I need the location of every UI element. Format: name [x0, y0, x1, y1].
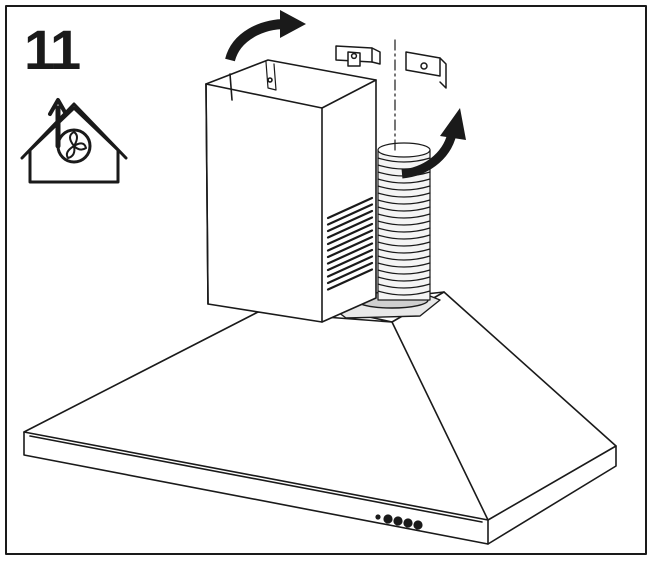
duct-ring [377, 283, 431, 289]
duct-up-arrow [401, 108, 466, 179]
wall-bracket-right [405, 51, 447, 89]
lift-arrow [225, 10, 306, 62]
control-knob [413, 520, 423, 530]
duct-ring [377, 220, 431, 226]
duct-ring [377, 178, 431, 184]
duct-ring [377, 185, 431, 191]
vent-slot [326, 235, 374, 259]
duct-ring [377, 248, 431, 254]
control-knob [383, 514, 393, 524]
duct-ring [377, 290, 431, 296]
house-exhaust-fan-icon [20, 98, 128, 184]
control-panel [375, 514, 423, 530]
duct-ring [377, 262, 431, 268]
wall-bracket-left [335, 45, 381, 67]
duct-ring [377, 269, 431, 275]
duct-ring [377, 157, 431, 163]
vent-slot [326, 242, 374, 265]
hood-canopy [23, 291, 617, 545]
chimney-cover [205, 59, 377, 323]
vent-slot [326, 255, 374, 278]
vent-slot [326, 248, 374, 272]
duct-ring [377, 227, 431, 233]
vent-slot [326, 268, 374, 291]
vent-slot [326, 229, 374, 252]
duct-ring [377, 255, 431, 261]
duct-ring [377, 241, 431, 247]
vent-slot [326, 196, 374, 220]
duct-ring [377, 234, 431, 240]
vent-slot [326, 203, 374, 226]
vent-slot [326, 216, 374, 239]
vent-slot [326, 261, 374, 285]
duct-ring [377, 213, 431, 219]
flexible-duct [377, 142, 431, 301]
vent-slot [326, 222, 374, 246]
control-knob [393, 516, 403, 526]
duct-ring [377, 206, 431, 212]
vent-slot [326, 209, 374, 233]
step-number: 11 [24, 18, 81, 81]
duct-ring [377, 199, 431, 205]
duct-ring [377, 276, 431, 282]
duct-ring [377, 192, 431, 198]
diagram-border [5, 5, 647, 555]
control-knob [375, 514, 381, 520]
control-knob [403, 518, 413, 528]
